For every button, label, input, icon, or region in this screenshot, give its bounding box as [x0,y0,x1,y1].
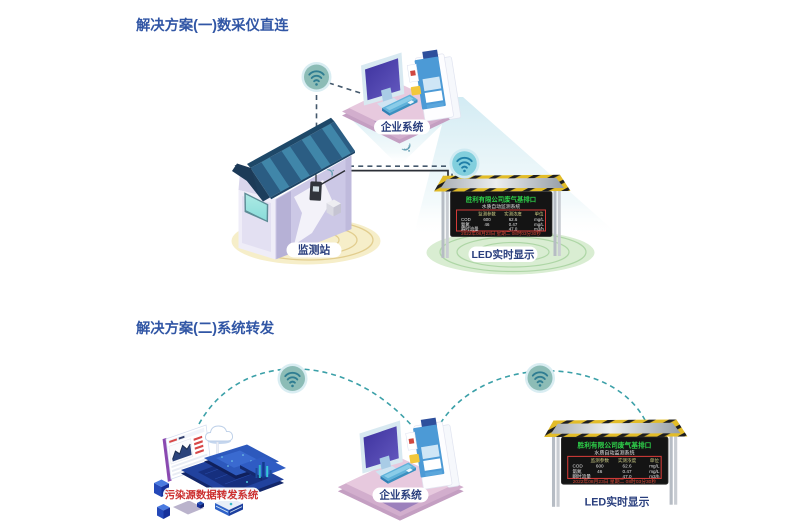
svg-text:mg/L: mg/L [534,222,544,227]
svg-text:47.0: 47.0 [509,227,518,232]
svg-text:实测浓度: 实测浓度 [504,211,522,218]
svg-text:600: 600 [483,217,491,222]
svg-text:水质自动监测系统: 水质自动监测系统 [482,203,521,210]
svg-text:m3/h: m3/h [534,227,544,232]
svg-text:LED实时显示: LED实时显示 [585,495,650,509]
svg-text:胜利有限公司废气基排口: 胜利有限公司废气基排口 [466,195,536,204]
svg-text:2022年08月23日 星期二 08时03分30秒: 2022年08月23日 星期二 08时03分30秒 [461,230,541,237]
svg-text:0.47: 0.47 [509,222,518,227]
svg-text:企业系统: 企业系统 [380,121,424,134]
svg-text:监测站: 监测站 [298,243,331,257]
svg-text:瞬时流量: 瞬时流量 [461,226,479,233]
svg-text:解决方案(一)数采仪直连: 解决方案(一)数采仪直连 [136,16,289,34]
svg-text:mg/L: mg/L [534,217,544,222]
svg-text:单位: 单位 [535,211,544,218]
svg-text:62.6: 62.6 [509,217,518,222]
svg-text:污染源数据转发系统: 污染源数据转发系统 [165,488,259,501]
svg-text:解决方案(二)系统转发: 解决方案(二)系统转发 [136,319,275,337]
svg-text:46: 46 [485,222,490,227]
svg-text:氨氮: 氨氮 [461,221,470,228]
svg-text:LED实时显示: LED实时显示 [472,248,535,261]
svg-text:监测参数: 监测参数 [478,211,496,218]
svg-text:COD: COD [461,217,471,222]
